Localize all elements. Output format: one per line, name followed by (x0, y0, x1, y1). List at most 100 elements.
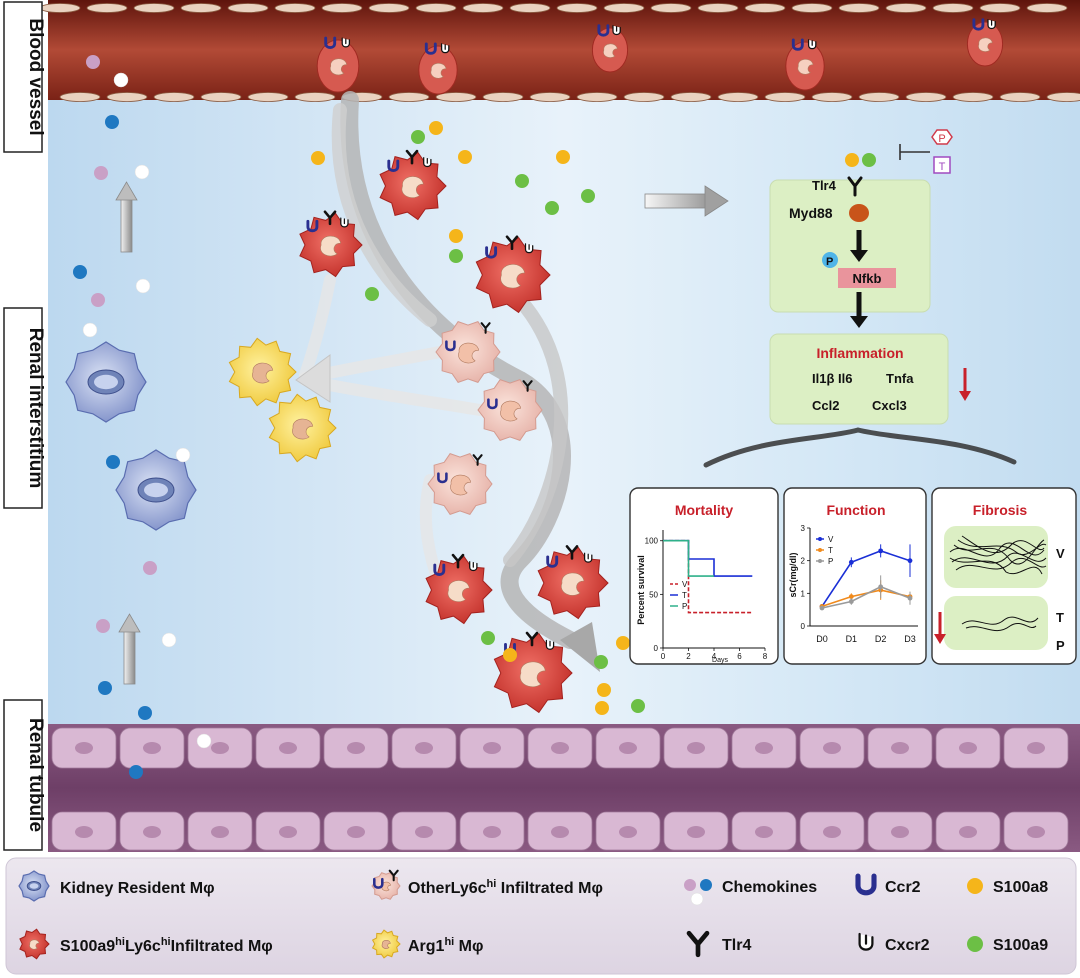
inhibition-line (899, 144, 930, 160)
endothelial-cell-top (274, 3, 316, 13)
function-y-tick-label: 3 (801, 524, 806, 533)
tubule-cell-nucleus (1027, 826, 1045, 838)
s100a8-dot (616, 636, 630, 650)
function-point (907, 595, 913, 601)
endothelial-cell-top (462, 3, 504, 13)
endothelial-cell-bottom (999, 92, 1041, 102)
s100a8-dot (503, 648, 517, 662)
tubule-cell-nucleus (959, 742, 977, 754)
endothelial-cell-bottom (59, 92, 101, 102)
cxcr2-icon (340, 217, 349, 228)
side-label-renal-tubule-text: Renal tubule (25, 718, 46, 832)
mortality-legend-label: V (682, 580, 688, 589)
endothelial-cell-top (509, 3, 551, 13)
endothelial-cell-bottom (811, 92, 853, 102)
tubule-cell-nucleus (755, 742, 773, 754)
s100a8-dot (311, 151, 325, 165)
s100a8-dot (597, 683, 611, 697)
function-y-tick-label: 2 (801, 557, 806, 566)
phospho-icon (822, 252, 838, 268)
fibrosis-title: Fibrosis (973, 502, 1028, 518)
cell-nucleus (500, 400, 522, 422)
legend-box (5, 857, 1077, 975)
chemokine-dot (161, 632, 177, 648)
inhibitor-t-label: T (939, 161, 946, 173)
function-x-tick-label: D1 (846, 634, 858, 644)
ccr2-icon (546, 555, 559, 568)
ccr2-icon (387, 159, 400, 172)
ccr2-icon (433, 563, 446, 576)
endothelial-cell-top (697, 3, 739, 13)
tubule-cell-nucleus (551, 742, 569, 754)
function-series-v (821, 550, 911, 607)
legend-chemokine-pink-dot (684, 879, 696, 891)
ccr2-icon (437, 472, 448, 484)
tubule-epithelial-cells (51, 727, 1069, 851)
circulating-monocyte (418, 42, 458, 95)
endothelial-cell-top (838, 3, 880, 13)
macrophage-cells (65, 18, 1004, 714)
function-legend-label: T (828, 546, 833, 555)
tlr4-receptor-icon (847, 176, 863, 197)
endothelial-cell-top (227, 3, 269, 13)
endothelial-cell-top (744, 3, 786, 13)
function-point (819, 605, 825, 611)
endothelial-cell-top (556, 3, 598, 13)
function-legend-label: V (828, 535, 834, 544)
s100a9-hi-cell (379, 149, 447, 221)
s100a9-legend-dot (967, 936, 983, 952)
fibrosis-fibers-dense (949, 535, 1047, 575)
chemokine-dot (73, 265, 87, 279)
nfkb-box (838, 268, 896, 288)
ccr2-icon (855, 873, 877, 896)
endothelial-cell-top (791, 3, 833, 13)
cytokine-ccl2: Ccl2 (812, 398, 839, 413)
arg1-hi-cell (268, 393, 337, 463)
cell-nucleus (381, 940, 391, 949)
function-title: Function (826, 502, 885, 518)
legend-chemokines-label: Chemokines (722, 879, 817, 896)
function-point (848, 599, 854, 604)
cell-nucleus (978, 37, 993, 52)
cell-nucleus (252, 362, 274, 384)
fibrosis-label-t: T (1056, 610, 1064, 625)
endothelial-cell-bottom (576, 92, 618, 102)
cell-nucleus (458, 342, 480, 364)
endothelial-cell-top (603, 3, 645, 13)
function-ylabel: sCr(mg/dl) (788, 552, 798, 597)
function-point (848, 559, 854, 565)
function-y-tick-label: 1 (801, 589, 806, 598)
fibrosis-panel: Fibrosis V T P (931, 487, 1077, 665)
ccr2-icon (485, 246, 498, 259)
side-label-renal-interstitium-text: Renal interstitium (25, 328, 46, 488)
nfkb-label: Nfkb (853, 271, 882, 286)
endothelial-cell-bottom (153, 92, 195, 102)
legend: Kidney Resident Mφ OtherLy6chi Infiltrat… (5, 857, 1077, 975)
cytokine-tnfa: Tnfa (886, 371, 914, 386)
endothelial-cell-top (368, 3, 410, 13)
tubule-cell-nucleus (347, 826, 365, 838)
side-label-blood-vessel: Blood vessel (3, 1, 46, 153)
endothelial-cell-bottom (294, 92, 336, 102)
mortality-y-tick-label: 100 (645, 537, 659, 546)
side-label-blood-vessel-text: Blood vessel (25, 18, 46, 135)
tubule-cell-nucleus (143, 742, 161, 754)
s100a9-dot (411, 130, 425, 144)
mortality-legend-label: T (682, 591, 687, 600)
s100a9-dot (515, 174, 529, 188)
cell-nucleus (320, 235, 342, 257)
endothelial-cell-bottom (388, 92, 430, 102)
legend-other-label: OtherLy6chi Infiltrated Mφ (408, 878, 603, 897)
tubule-cell-nucleus (891, 826, 909, 838)
cytokine-cxcl3: Cxcl3 (872, 398, 907, 413)
tubule-cell-nucleus (823, 826, 841, 838)
function-legend-marker (818, 548, 822, 552)
mortality-y-tick-label: 50 (649, 590, 658, 599)
ccr2-icon (324, 36, 337, 49)
cell-nucleus (329, 58, 348, 76)
chemokine-dot (134, 164, 150, 180)
chemokine-dot (106, 455, 120, 469)
ccr2-icon (424, 42, 437, 55)
pathway-down-arrowhead-1 (850, 250, 868, 262)
